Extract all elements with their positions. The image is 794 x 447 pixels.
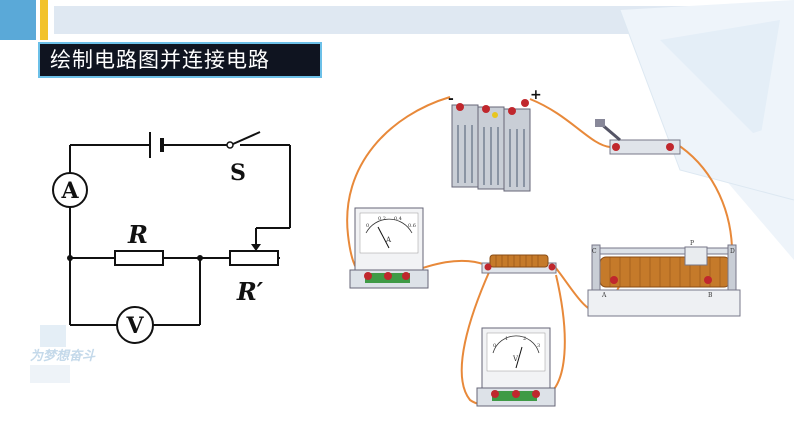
rheostat-label: R′ xyxy=(236,277,264,306)
ammeter-device xyxy=(349,207,429,289)
junction-dot xyxy=(67,255,73,261)
battery-minus-label: - xyxy=(448,91,454,107)
rheostat-mark-b: B xyxy=(708,292,713,299)
watermark: 为梦想奋斗 xyxy=(30,325,120,385)
ammeter-label: A xyxy=(60,178,79,204)
circuit-diagram: A V R R′ S xyxy=(52,131,291,344)
rheostat-mark-c: C xyxy=(592,248,597,255)
switch-blade xyxy=(232,131,261,145)
apparatus-illustration: - + 0 0.2 0.4 0.6 A xyxy=(346,87,741,407)
page-title: 绘制电路图并连接电路 xyxy=(38,42,322,78)
watermark-shape xyxy=(30,325,70,383)
ammeter-unit: A xyxy=(385,236,392,244)
ammeter-scale-1: 0.2 xyxy=(378,216,386,222)
resistor-label: R xyxy=(127,220,148,249)
wire xyxy=(674,142,733,248)
watermark-text: 为梦想奋斗 xyxy=(30,349,96,364)
knife-switch xyxy=(595,119,681,155)
voltmeter-device xyxy=(476,327,556,407)
voltmeter-symbol xyxy=(116,306,154,344)
battery-plus-label: + xyxy=(530,87,542,103)
fixed-resistor xyxy=(481,254,557,274)
background-decoration xyxy=(619,0,794,260)
rheostat-mark-d: D xyxy=(730,248,735,255)
ammeter-scale-0: 0 xyxy=(366,223,369,229)
voltmeter-unit: V xyxy=(512,355,519,363)
voltmeter-scale-2: 2 xyxy=(523,336,526,342)
ammeter-scale-2: 0.4 xyxy=(394,216,402,222)
voltmeter-scale-1: 1 xyxy=(505,336,508,342)
voltmeter-label: V xyxy=(125,313,144,339)
resistor-symbol xyxy=(114,250,164,266)
slide-rheostat xyxy=(587,244,741,317)
rheostat-arrow xyxy=(251,244,261,251)
voltmeter-scale-0: 0 xyxy=(493,343,496,349)
ammeter-symbol xyxy=(52,172,88,208)
banner-blue-block xyxy=(0,0,36,40)
battery-pack xyxy=(451,99,531,192)
rheostat-mark-a: A xyxy=(601,292,607,299)
ammeter-scale-3: 0.6 xyxy=(408,223,416,229)
voltmeter-scale-3: 3 xyxy=(537,343,540,349)
banner-yellow-stripe xyxy=(40,0,48,40)
wire xyxy=(529,98,611,148)
switch-pivot xyxy=(226,141,234,149)
switch-label: S xyxy=(230,160,246,186)
rheostat-symbol xyxy=(229,250,279,266)
rheostat-mark-p: P xyxy=(690,240,694,247)
junction-dot xyxy=(197,255,203,261)
